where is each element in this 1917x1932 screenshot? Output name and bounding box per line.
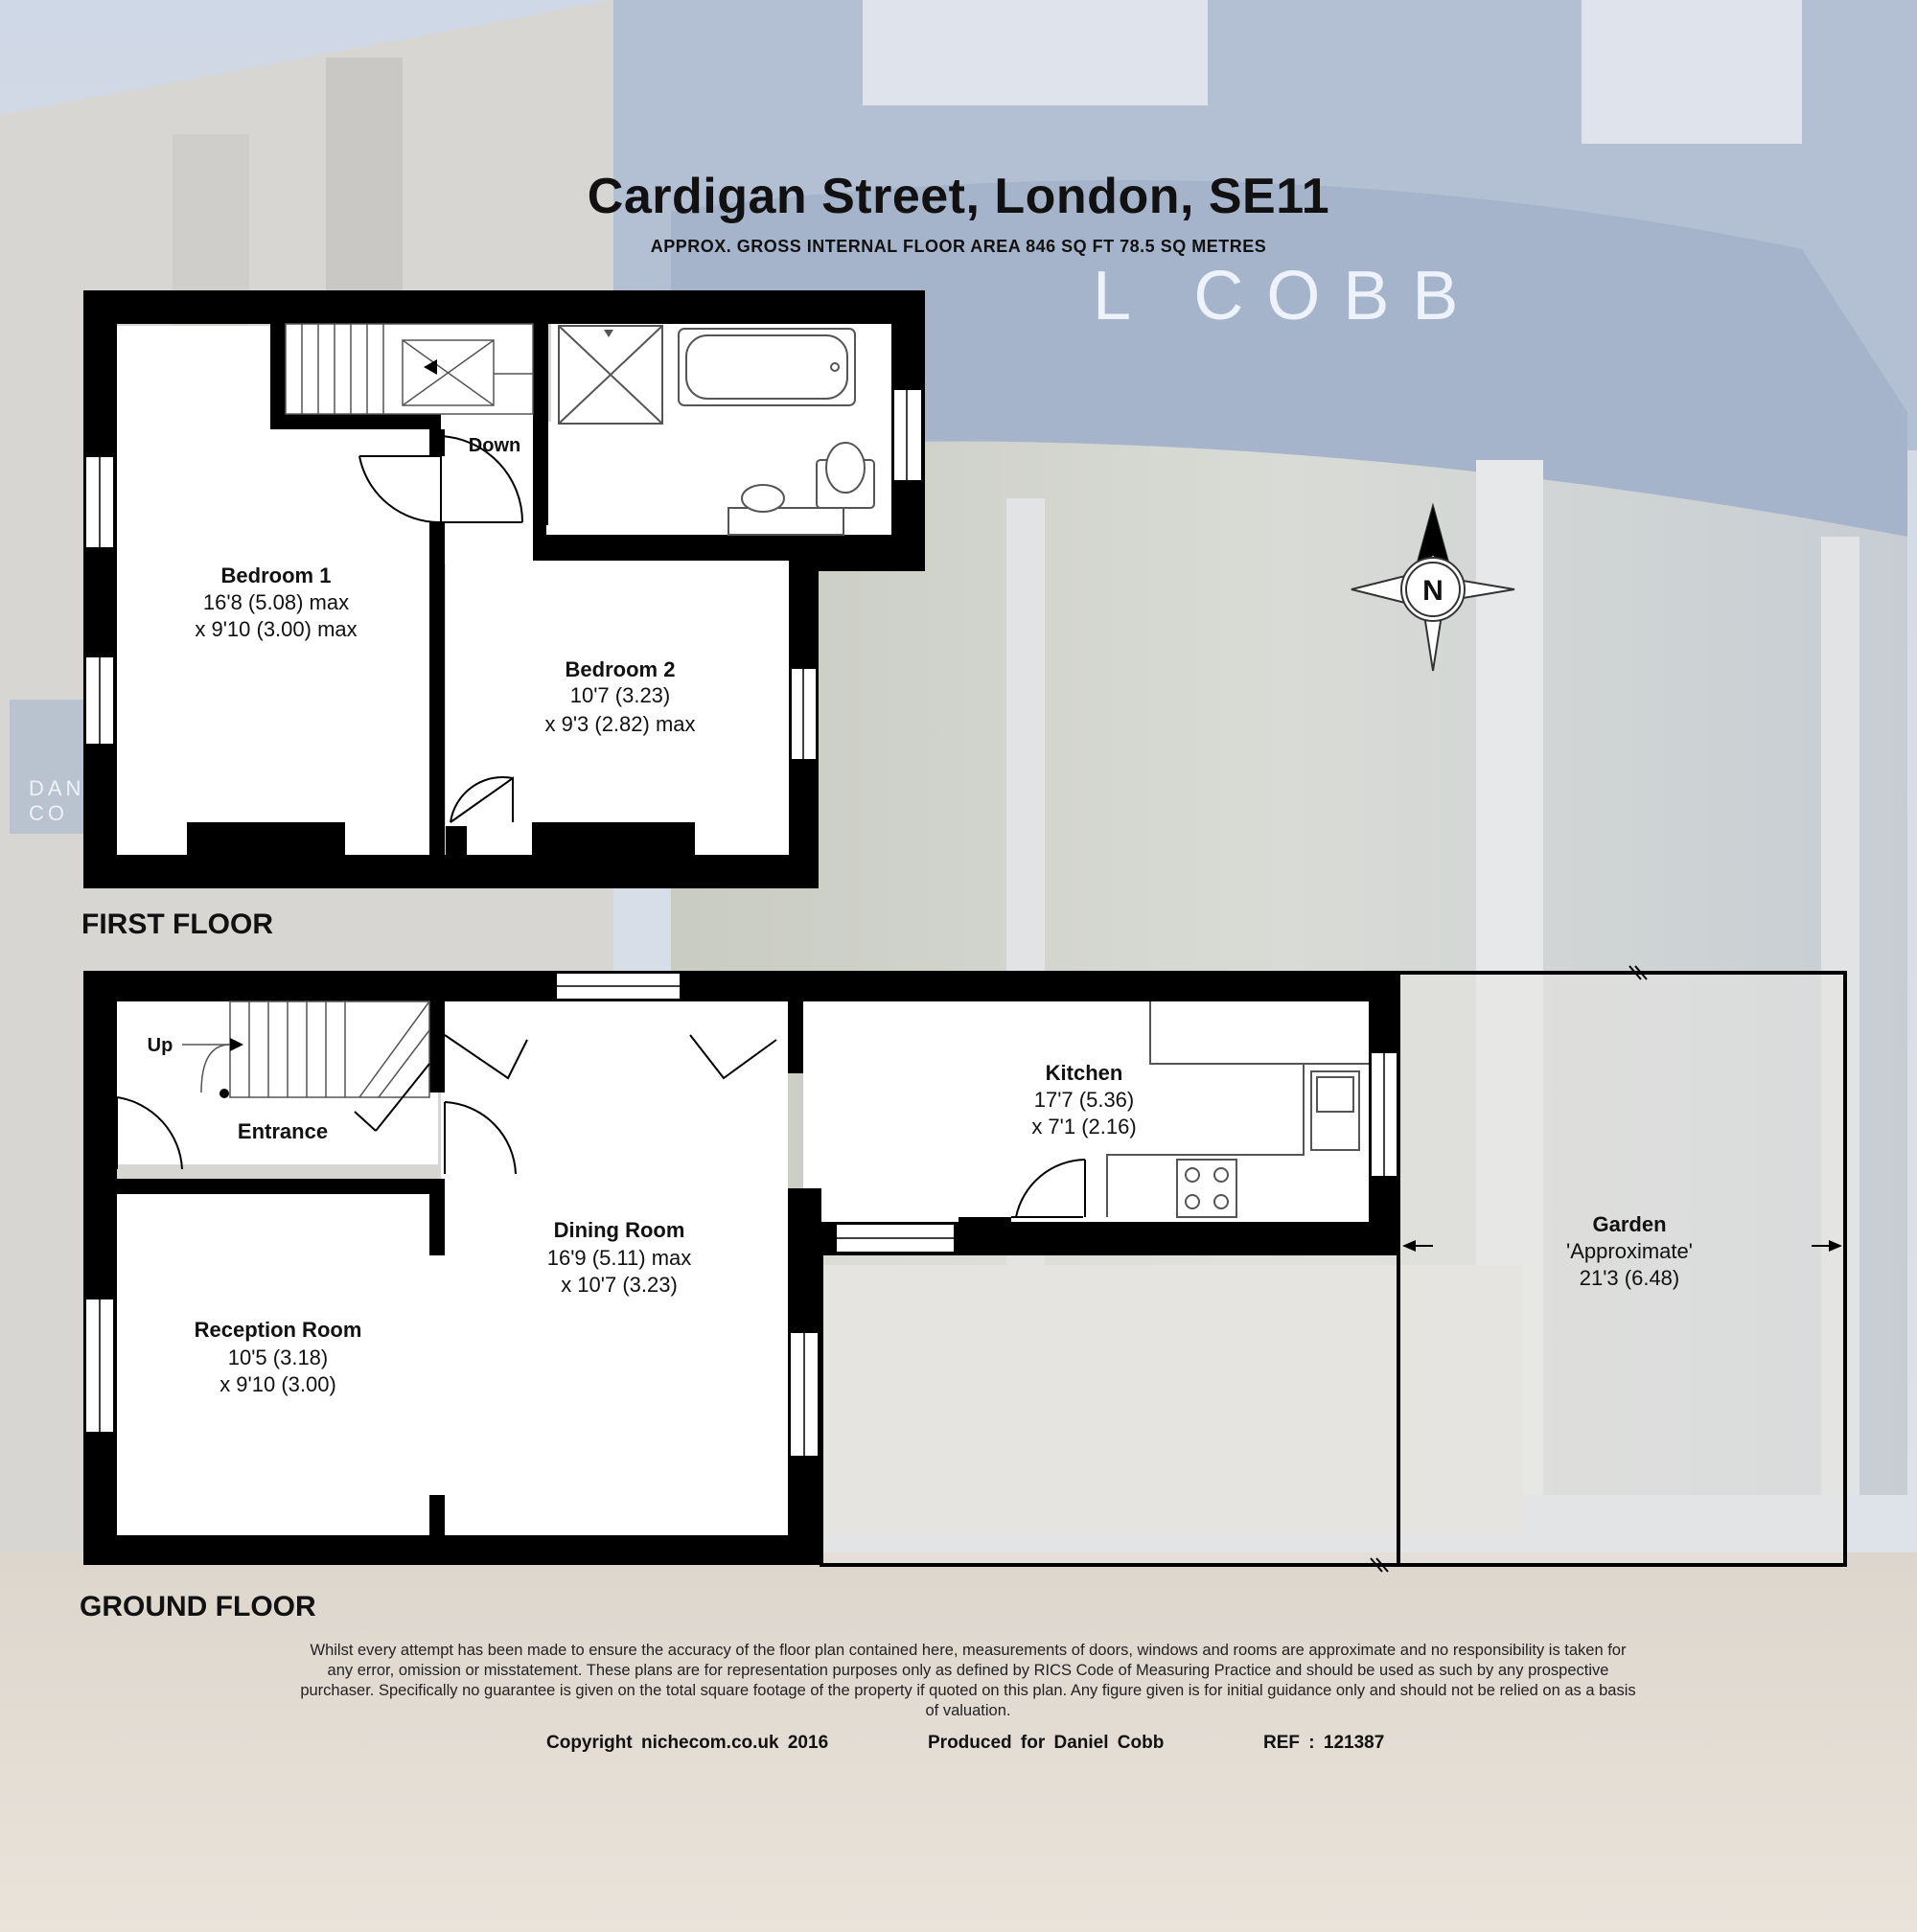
room-labels: Bedroom 1 16'8 (5.08) max x 9'10 (3.00) … xyxy=(148,435,1693,1396)
room-dim-dining-room-a: 16'9 (5.11) max xyxy=(547,1246,692,1270)
room-dim-kitchen-b: x 7'1 (2.16) xyxy=(1031,1115,1136,1138)
side-sign: DAN CO xyxy=(29,776,85,825)
stairs-down-label: Down xyxy=(469,435,520,456)
room-name-garden: Garden xyxy=(1592,1212,1666,1236)
room-name-dining-room: Dining Room xyxy=(554,1218,685,1242)
first-floor-plan xyxy=(83,290,925,888)
room-dim-garden-b: 21'3 (6.48) xyxy=(1580,1266,1680,1290)
room-dim-reception-room-a: 10'5 (3.18) xyxy=(228,1346,329,1369)
room-dim-bedroom-2-a: 10'7 (3.23) xyxy=(570,683,671,707)
room-dim-bedroom-1-a: 16'8 (5.08) max xyxy=(203,590,349,614)
room-dim-reception-room-b: x 9'10 (3.00) xyxy=(219,1372,336,1396)
first-floor-label: FIRST FLOOR xyxy=(81,908,273,940)
footer-copyright: Copyright nichecom.co.uk 2016 xyxy=(546,1733,829,1753)
ground-floor-plan xyxy=(83,965,1847,1573)
bathroom-fixtures xyxy=(558,325,875,536)
room-name-bedroom-1: Bedroom 1 xyxy=(221,564,332,587)
fascia-signage: L COBB xyxy=(1093,258,1482,334)
room-name-kitchen: Kitchen xyxy=(1046,1061,1123,1085)
ground-floor-stairs xyxy=(182,1000,430,1098)
reception-dining-floor xyxy=(117,1188,788,1535)
floor-area-subtitle: APPROX. GROSS INTERNAL FLOOR AREA 846 SQ… xyxy=(650,237,1267,256)
room-name-bedroom-2: Bedroom 2 xyxy=(566,657,676,681)
page-title: Cardigan Street, London, SE11 xyxy=(587,169,1330,224)
room-dim-bedroom-1-b: x 9'10 (3.00) max xyxy=(195,617,357,641)
kitchen-units xyxy=(1106,1001,1369,1218)
stairs-up-label: Up xyxy=(148,1035,173,1056)
compass-north-label: N xyxy=(1422,575,1444,607)
room-name-entrance: Entrance xyxy=(238,1119,328,1143)
bedroom-2-floor xyxy=(446,561,789,855)
room-name-reception-room: Reception Room xyxy=(195,1318,362,1342)
ground-floor-label: GROUND FLOOR xyxy=(80,1591,316,1622)
compass-icon xyxy=(1351,502,1515,672)
room-dim-bedroom-2-b: x 9'3 (2.82) max xyxy=(544,712,695,736)
room-dim-garden-a: 'Approximate' xyxy=(1566,1239,1693,1263)
room-dim-kitchen-a: 17'7 (5.36) xyxy=(1034,1088,1135,1112)
disclaimer-text: Whilst every attempt has been made to en… xyxy=(300,1642,1636,1719)
first-floor-stairs xyxy=(285,323,534,415)
footer-produced-for: Produced for Daniel Cobb xyxy=(928,1733,1165,1753)
footer-reference: REF : 121387 xyxy=(1263,1733,1385,1753)
room-dim-dining-room-b: x 10'7 (3.23) xyxy=(561,1273,678,1297)
